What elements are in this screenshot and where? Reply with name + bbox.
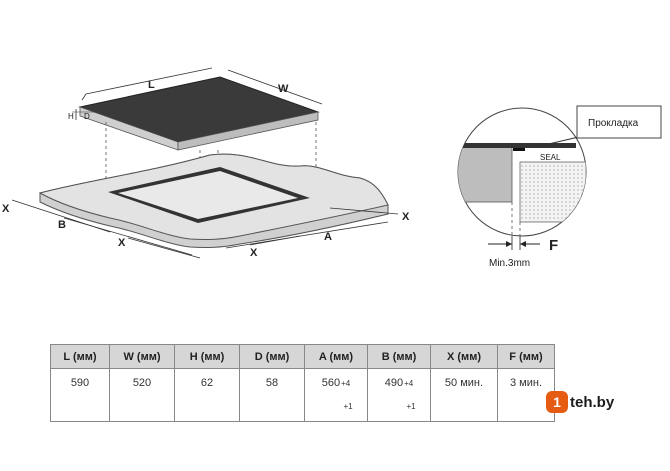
value-W: 520	[109, 368, 175, 422]
label-X-right: X	[402, 211, 410, 223]
value-A: 560+4+1	[304, 368, 368, 422]
header-H: H (мм)	[174, 344, 240, 369]
value-L: 590	[50, 368, 110, 422]
value-H: 62	[174, 368, 240, 422]
value-B: 490+4+1	[367, 368, 431, 422]
label-X-bottom: X	[250, 247, 258, 259]
label-L: L	[148, 79, 155, 91]
table-row: 590 520 62 58 560+4+1 490+4+1 50 мин. 3 …	[50, 368, 555, 422]
value-F: 3 мин.	[497, 368, 555, 422]
label-A: A	[324, 231, 332, 243]
label-W: W	[278, 83, 289, 95]
hob-drawing	[72, 67, 323, 205]
table-header-row: L (мм) W (мм) H (мм) D (мм) A (мм) B (мм…	[50, 344, 555, 369]
header-L: L (мм)	[50, 344, 110, 369]
header-A: A (мм)	[304, 344, 368, 369]
header-D: D (мм)	[239, 344, 305, 369]
label-H: H	[68, 112, 74, 121]
watermark-logo: 1 teh.by	[546, 391, 614, 413]
header-W: W (мм)	[109, 344, 175, 369]
header-F: F (мм)	[497, 344, 555, 369]
callout-box	[576, 105, 662, 139]
countertop-drawing	[11, 153, 399, 259]
label-D: D	[84, 112, 90, 121]
label-X-left: X	[2, 203, 10, 215]
label-X-front: X	[118, 237, 126, 249]
value-D: 58	[239, 368, 305, 422]
label-B: B	[58, 219, 66, 231]
seal-label: SEAL	[540, 153, 561, 162]
min-gap-label: Min.3mm	[489, 258, 530, 269]
seal-detail	[457, 105, 662, 250]
watermark-text: teh.by	[570, 393, 615, 411]
callout-text: Прокладка	[588, 118, 639, 129]
header-B: B (мм)	[367, 344, 431, 369]
header-X: X (мм)	[430, 344, 498, 369]
watermark-badge: 1	[546, 391, 568, 413]
dimensions-table: L (мм) W (мм) H (мм) D (мм) A (мм) B (мм…	[50, 344, 555, 422]
value-X: 50 мин.	[430, 368, 498, 422]
label-F: F	[549, 237, 558, 254]
